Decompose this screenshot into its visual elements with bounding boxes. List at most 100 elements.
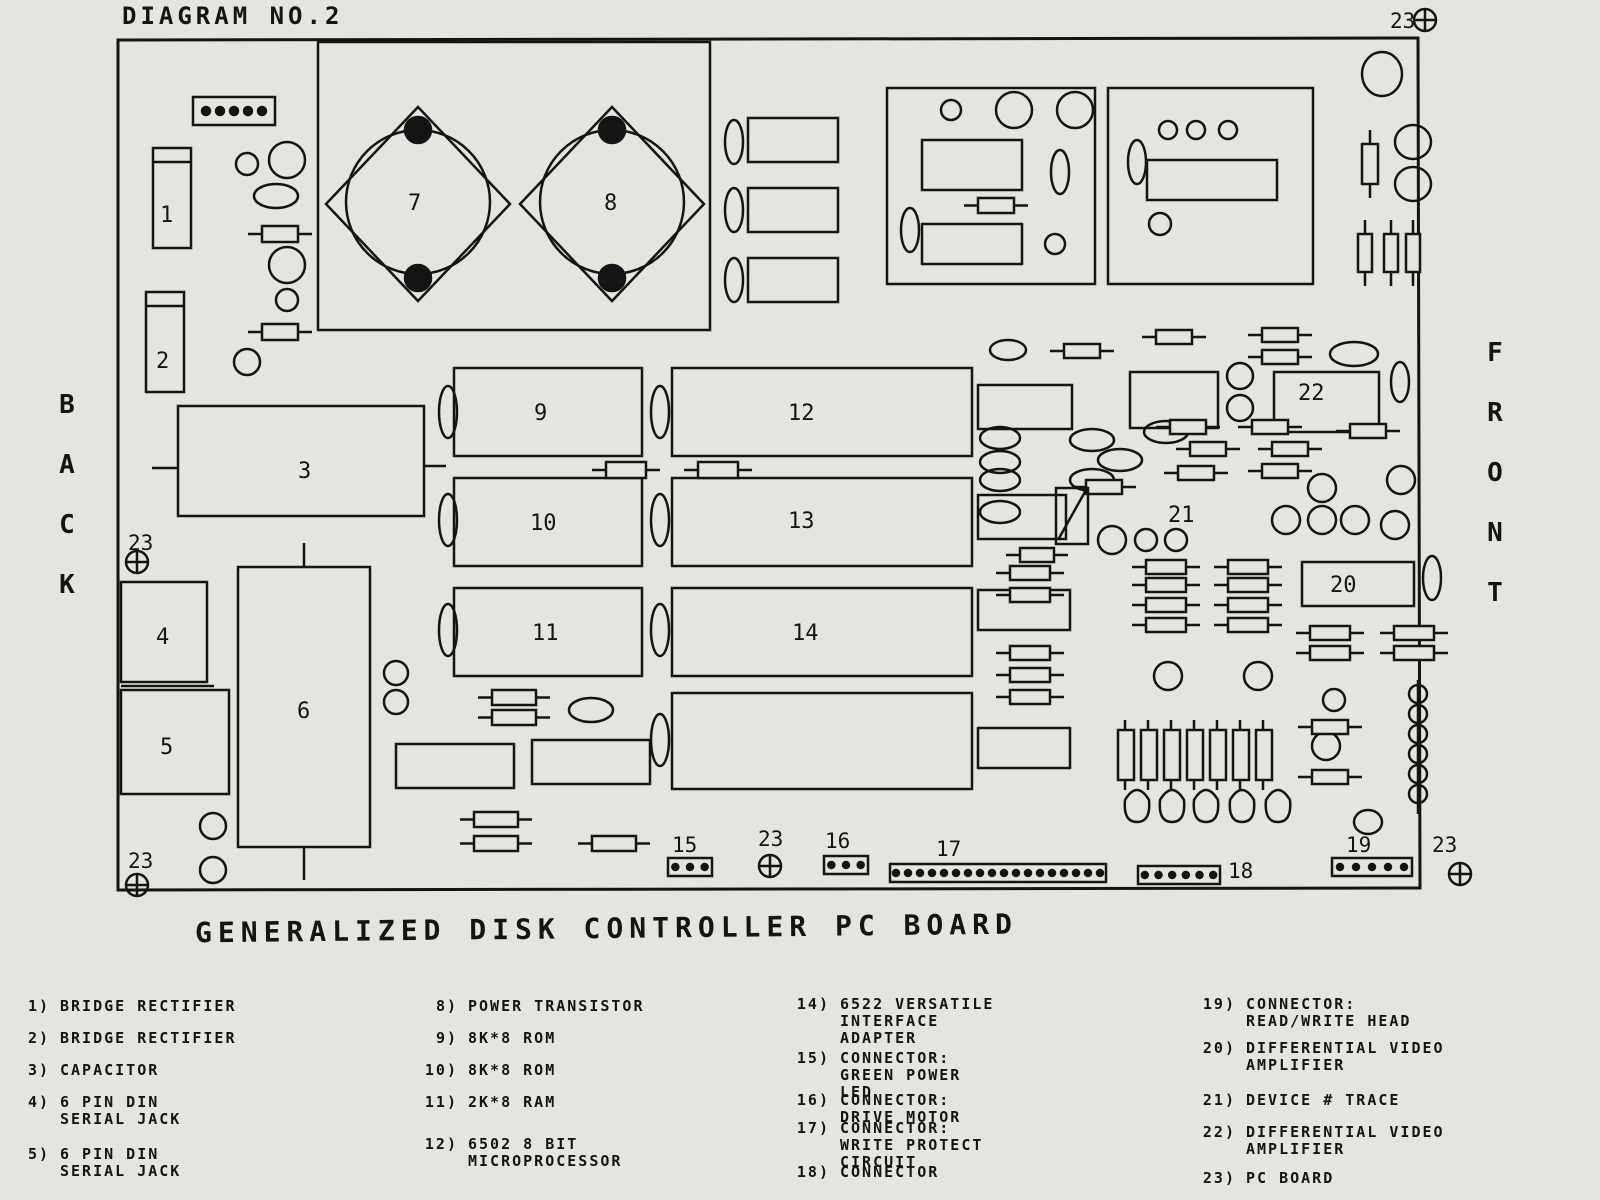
- component-number-label: 4: [156, 625, 169, 650]
- resistor-body: [1308, 624, 1352, 642]
- mounting-screw-icon: [1447, 861, 1473, 887]
- legend-text: 8K*8 ROM: [468, 1061, 557, 1079]
- resistor: [1214, 616, 1282, 634]
- connector-body: [1136, 864, 1222, 886]
- legend-number: 16): [796, 1091, 830, 1109]
- legend-text: 6502 8 BIT MICROPROCESSOR: [468, 1135, 623, 1170]
- resistor: [248, 224, 312, 244]
- resistor: [1380, 624, 1448, 642]
- capacitor: [1225, 393, 1255, 423]
- resistor-body: [1208, 728, 1228, 782]
- legend-number: 22): [1202, 1123, 1236, 1141]
- capacitor: [274, 287, 300, 313]
- ic-small: [976, 383, 1074, 431]
- connector-body: [666, 856, 714, 878]
- resistor-body: [1144, 616, 1188, 634]
- resistor-body: [1116, 728, 1136, 782]
- header-pin: [228, 105, 240, 117]
- connector-pin: [903, 868, 913, 878]
- resistor-body: [1008, 688, 1052, 706]
- connector-pin: [671, 862, 680, 872]
- capacitor: [1360, 50, 1404, 98]
- front-letter: R: [1487, 398, 1503, 428]
- connector-pin: [939, 868, 949, 878]
- capacitor: [1055, 90, 1095, 130]
- decoupling-capacitor: [649, 384, 671, 440]
- resistor-body: [1404, 232, 1422, 274]
- capacitor: [978, 449, 1022, 475]
- component-number-label: 2: [156, 349, 169, 374]
- front-letter: O: [1487, 458, 1503, 488]
- capacitor: [1192, 788, 1220, 824]
- resistor: [1132, 596, 1200, 614]
- component-number-label: 10: [530, 511, 557, 536]
- resistor-body: [1308, 644, 1352, 662]
- component-number-label: 21: [1168, 503, 1195, 528]
- legend-number: 21): [1202, 1091, 1236, 1109]
- ic-20-video-amp: [1300, 560, 1416, 608]
- resistor: [996, 564, 1064, 582]
- resistor: [1336, 422, 1400, 440]
- resistor-body: [590, 834, 638, 853]
- resistor-body: [472, 834, 520, 853]
- resistor: [1298, 718, 1362, 736]
- resistor: [996, 586, 1064, 604]
- connector-pin: [827, 860, 836, 870]
- capacitor: [1152, 660, 1184, 692]
- connector: [666, 856, 714, 878]
- resistor: [578, 834, 650, 853]
- resistor-body: [1360, 142, 1380, 186]
- connector-body: [888, 862, 1108, 884]
- resistor: [1142, 328, 1206, 346]
- connector-pin: [1023, 868, 1033, 878]
- decoupling-capacitor: [723, 256, 745, 304]
- pin-header: [191, 95, 277, 127]
- capacitor: [1379, 509, 1411, 541]
- capacitor: [1306, 504, 1338, 536]
- resistor: [1356, 220, 1374, 286]
- legend-text: BRIDGE RECTIFIER: [60, 997, 237, 1015]
- capacitor-3: [176, 404, 426, 518]
- connector-pin: [963, 868, 973, 878]
- resistor-body: [1185, 728, 1205, 782]
- legend-text: POWER TRANSISTOR: [468, 997, 645, 1015]
- connector-pin: [915, 868, 925, 878]
- component-number-label: 17: [936, 837, 961, 861]
- legend-text: CONNECTOR: DRIVE MOTOR: [840, 1091, 962, 1126]
- resistor: [1132, 576, 1200, 594]
- capacitor: [1096, 447, 1144, 473]
- resistor-body: [1226, 596, 1270, 614]
- component-number-label: 14: [792, 621, 819, 646]
- connector-pin: [1181, 870, 1191, 880]
- capacitor: [899, 206, 921, 254]
- resistor-body: [1008, 564, 1052, 582]
- resistor-body: [1154, 328, 1194, 346]
- component-number-label: 1: [160, 203, 173, 228]
- component-number-label: 23: [1432, 833, 1457, 857]
- test-point: [1217, 119, 1239, 141]
- back-letter: A: [59, 450, 75, 480]
- legend-number: 19): [1202, 995, 1236, 1013]
- test-point: [1185, 119, 1207, 141]
- component-number-label: 3: [298, 459, 311, 484]
- ic-22-video-amp: [1272, 370, 1381, 434]
- capacitor: [1339, 504, 1371, 536]
- resistor-body: [1018, 546, 1056, 564]
- front-letter: N: [1487, 518, 1503, 548]
- ic-blank: [670, 691, 974, 791]
- resistor-body: [1139, 728, 1159, 782]
- ic-small: [976, 493, 1068, 541]
- resistor: [1258, 440, 1322, 458]
- resistor-body: [1226, 558, 1270, 576]
- capacitor: [1264, 788, 1292, 824]
- connector-pin: [685, 862, 695, 872]
- capacitor: [1385, 464, 1417, 496]
- connector-pin: [1154, 870, 1163, 880]
- connector-pin: [999, 868, 1009, 878]
- connector-pin: [1083, 868, 1093, 878]
- resistor-body: [1084, 478, 1124, 496]
- resistor-body: [1144, 576, 1188, 594]
- transistor-hole: [403, 115, 433, 145]
- legend-text: PC BOARD: [1246, 1169, 1335, 1187]
